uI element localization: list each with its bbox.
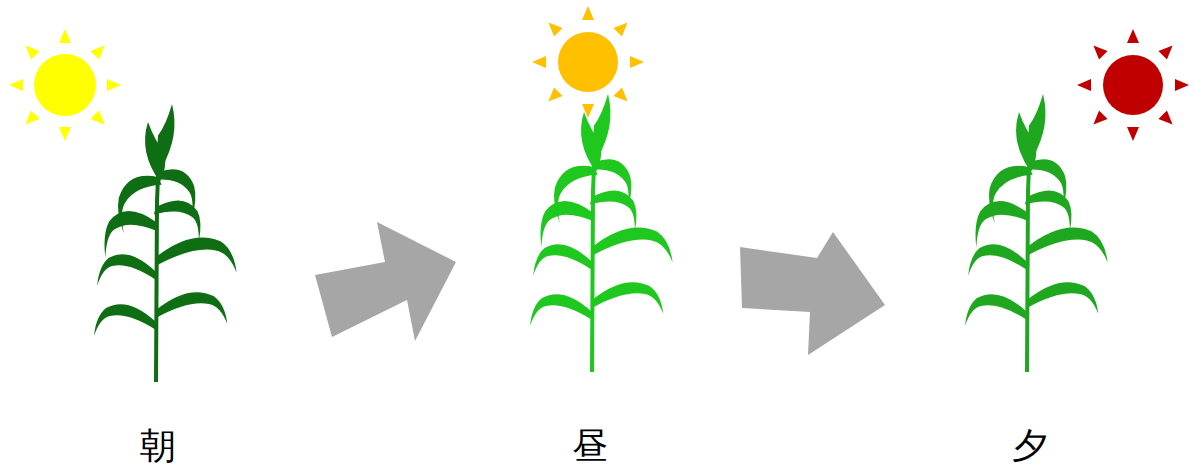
sun-evening (1077, 29, 1189, 141)
block-arrow (740, 232, 885, 355)
time-label: 昼 (572, 424, 608, 467)
plant-noon (530, 94, 673, 372)
plant-evening (965, 94, 1108, 372)
sun-noon (532, 6, 644, 118)
time-label: 朝 (140, 424, 176, 467)
block-arrow (315, 222, 456, 341)
time-label: 夕 (1012, 424, 1048, 467)
plant-morning (94, 104, 237, 382)
sun-morning (9, 29, 121, 141)
